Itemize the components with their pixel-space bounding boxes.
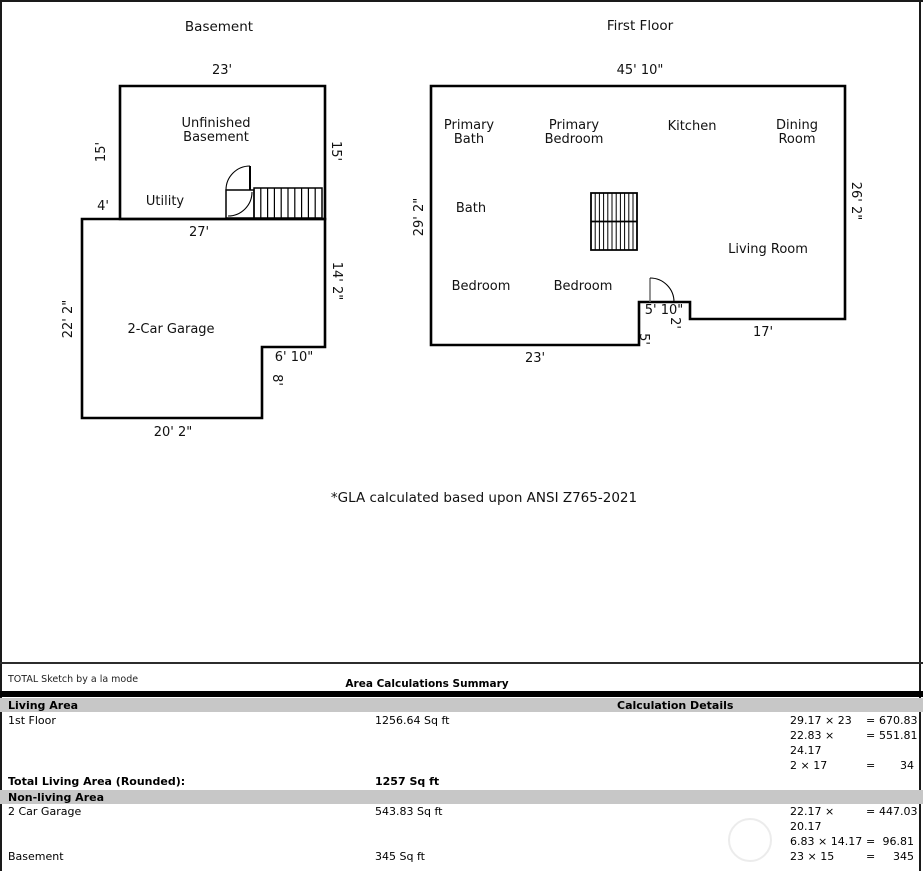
watermark-circle — [728, 818, 772, 862]
calc-details-garage: 22.17 × 20.17 = 447.03 6.83 × 14.17 = 96… — [790, 804, 918, 849]
calc-expression: 23 × 15 — [790, 850, 835, 863]
room-label-unfinished-basement: Unfinished Basement — [181, 116, 251, 145]
row-name-basement: Basement — [8, 850, 64, 863]
calc-equals: = — [866, 850, 876, 863]
calc-equals: = — [866, 729, 876, 742]
dim-basement-top: 23' — [211, 63, 233, 78]
calc-line: 29.17 × 23 = 670.83 — [790, 713, 918, 728]
room-label-primary-bedroom: Primary Bedroom — [544, 118, 604, 147]
dim-ff-bottom-left: 23' — [524, 351, 546, 366]
calc-equals: = — [866, 835, 876, 848]
row-area-1st-floor: 1256.64 Sq ft — [375, 714, 450, 727]
living-area-band — [0, 698, 923, 712]
calc-expression: 6.83 × 14.17 — [790, 835, 863, 848]
calc-value: 551.81 — [879, 729, 918, 742]
summary-title: Area Calculations Summary — [345, 678, 509, 690]
calc-expression: 29.17 × 23 — [790, 714, 852, 727]
calc-line: 22.83 × 24.17 = 551.81 — [790, 728, 918, 758]
dim-garage-top: 27' — [188, 225, 210, 240]
room-label-bath: Bath — [455, 201, 487, 216]
room-label-utility: Utility — [145, 194, 185, 209]
calc-line: 22.17 × 20.17 = 447.03 — [790, 804, 918, 834]
nonliving-area-band — [0, 790, 923, 804]
first-floor-plan-title: First Floor — [606, 18, 674, 34]
room-label-dining-room: Dining Room — [776, 118, 818, 147]
total-living-area-value: 1257 Sq ft — [375, 775, 440, 788]
page-border-right — [919, 0, 921, 871]
garage-outline — [80, 217, 327, 420]
stairs-treads — [594, 193, 634, 250]
page-border-left — [0, 0, 2, 871]
calc-details-basement: 23 × 15 = 345 — [790, 849, 914, 864]
summary-header-bar — [0, 691, 923, 697]
room-label-bedroom-left: Bedroom — [451, 279, 511, 294]
calc-equals: = — [866, 714, 876, 727]
basement-plan-lines — [80, 84, 327, 420]
dim-basement-left: 15' — [94, 141, 109, 163]
row-area-garage: 543.83 Sq ft — [375, 805, 443, 818]
calc-value: 447.03 — [879, 805, 918, 818]
row-area-basement: 345 Sq ft — [375, 850, 425, 863]
dim-garage-left: 22' 2" — [61, 299, 76, 339]
dim-ff-entry-step: 2' — [667, 317, 682, 329]
row-name-1st-floor: 1st Floor — [8, 714, 56, 727]
calc-value: 34 — [900, 759, 914, 772]
dim-garage-bottom: 20' 2" — [153, 425, 193, 440]
basement-door-arc — [225, 165, 251, 191]
stairs-box — [590, 192, 638, 251]
dim-ff-entry-height: 5' — [636, 333, 651, 345]
basement-stairs-treads — [260, 188, 316, 218]
row-name-garage: 2 Car Garage — [8, 805, 82, 818]
total-living-area-label: Total Living Area (Rounded): — [8, 775, 186, 788]
nonliving-area-header: Non-living Area — [8, 791, 104, 804]
first-floor-outline — [429, 84, 847, 347]
room-label-bedroom-center: Bedroom — [553, 279, 613, 294]
basement-door2-arc — [227, 191, 253, 217]
room-label-primary-bath: Primary Bath — [443, 118, 495, 147]
living-area-header: Living Area — [8, 699, 79, 712]
dim-ff-top: 45' 10" — [616, 63, 664, 78]
page-border-top — [0, 0, 923, 2]
room-label-garage: 2-Car Garage — [127, 322, 215, 337]
dim-ff-left: 29' 2" — [412, 197, 427, 237]
calc-value: 96.81 — [882, 835, 915, 848]
dim-garage-right: 14' 2" — [329, 261, 344, 301]
calc-expression: 2 × 17 — [790, 759, 828, 772]
basement-plan-title: Basement — [184, 19, 254, 35]
summary-top-rule — [0, 662, 923, 664]
first-floor-plan-lines — [429, 84, 847, 347]
room-label-kitchen: Kitchen — [667, 119, 717, 134]
calc-expression: 22.17 × 20.17 — [790, 805, 835, 833]
calc-equals: = — [866, 759, 876, 772]
dim-garage-notch-width: 6' 10" — [274, 350, 314, 365]
dim-basement-right: 15' — [328, 140, 343, 162]
calc-value: 345 — [893, 850, 914, 863]
entry-door-arc — [649, 277, 675, 303]
dim-garage-notch-height: 8' — [269, 374, 284, 386]
basement-vestibule — [225, 189, 255, 219]
calc-value: 670.83 — [879, 714, 918, 727]
calc-line: 6.83 × 14.17 = 96.81 — [790, 834, 914, 849]
dim-ff-entry-width: 5' 10" — [644, 303, 684, 318]
calc-line: 23 × 15 = 345 — [790, 849, 914, 864]
calc-line: 2 × 17 = 34 — [790, 758, 914, 773]
calc-details-1st-floor: 29.17 × 23 = 670.83 22.83 × 24.17 = 551.… — [790, 713, 918, 773]
dim-ff-right: 26' 2" — [848, 181, 863, 221]
dim-ff-bottom-right: 17' — [752, 325, 774, 340]
gla-note: *GLA calculated based upon ANSI Z765-202… — [330, 490, 638, 506]
calc-equals: = — [866, 805, 876, 818]
calc-expression: 22.83 × 24.17 — [790, 729, 835, 757]
dim-garage-step: 4' — [97, 199, 109, 214]
room-label-living-room: Living Room — [728, 242, 808, 257]
branding-text: TOTAL Sketch by a la mode — [8, 674, 139, 685]
calculation-details-header: Calculation Details — [617, 699, 734, 712]
